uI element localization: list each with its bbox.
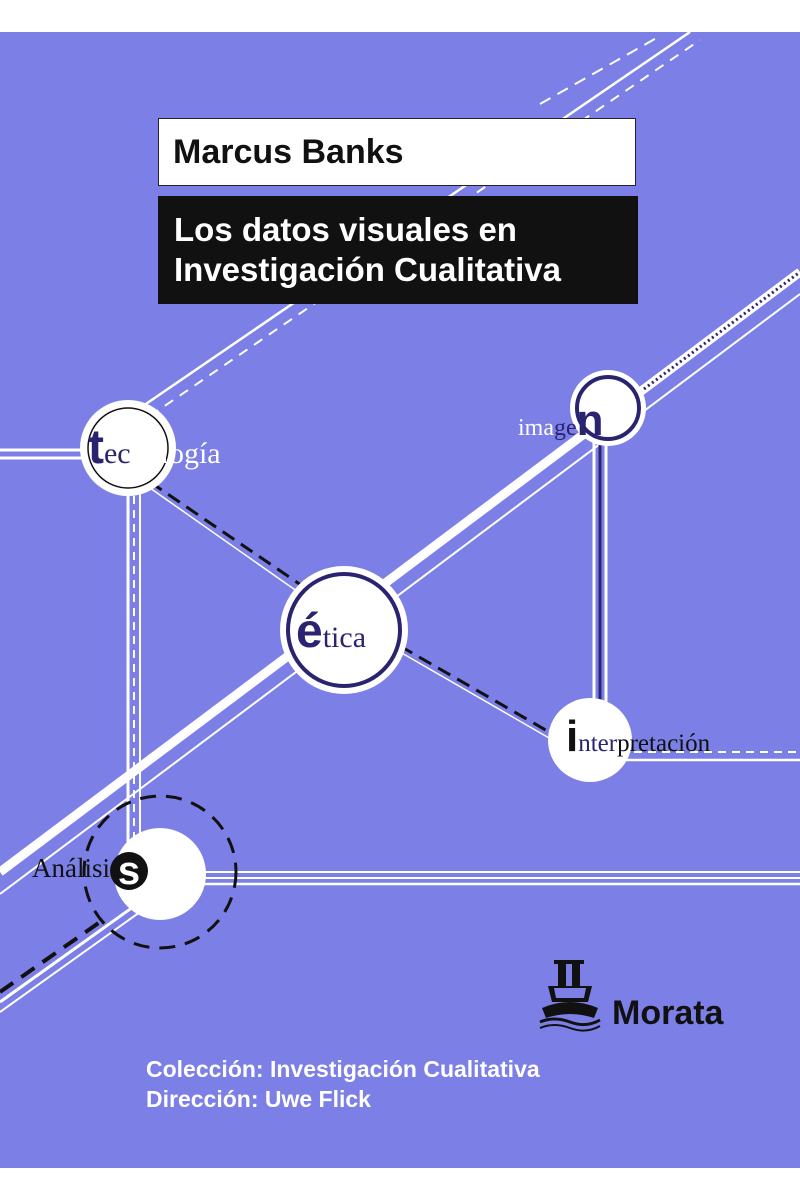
word-tecnologia: tecnología <box>88 420 221 475</box>
word-imagen-dark: ge <box>554 415 577 441</box>
initial-t: t <box>88 421 104 474</box>
author-name: Marcus Banks <box>173 132 404 171</box>
book-title-line-2: Investigación Cualitativa <box>174 251 561 288</box>
initial-i: i <box>566 712 579 761</box>
node-interpretacion <box>548 698 632 782</box>
author-box: Marcus Banks <box>158 118 636 186</box>
final-s: s <box>110 851 148 891</box>
horizontal-line-analisis <box>200 871 800 886</box>
node-tecnologia <box>80 400 176 496</box>
word-etica-rest: tica <box>322 621 367 654</box>
node-analisis <box>82 794 238 950</box>
link-etica-interpretacion <box>399 644 557 738</box>
horizontal-line-interpretacion <box>620 751 800 762</box>
link-etica-interpretacion-white <box>399 651 557 743</box>
link-tecnologia-analisis <box>126 482 141 842</box>
ship-logo-icon <box>539 960 601 1032</box>
node-etica <box>280 566 408 694</box>
initial-e: é <box>296 605 323 658</box>
word-interpretacion-rest: pretación <box>617 730 711 757</box>
word-interpretacion: interpretación <box>566 712 710 762</box>
collection-line: Colección: Investigación Cualitativa <box>146 1056 540 1082</box>
word-analisis-dark: lisi <box>76 853 110 884</box>
word-interpretacion-dark: nter <box>578 730 618 757</box>
word-etica: ética <box>296 604 366 659</box>
diagonal-line-lower <box>0 900 141 1013</box>
network-artwork <box>0 32 800 1013</box>
horizontal-line-tecnologia <box>0 448 90 460</box>
word-imagen: imagen <box>518 396 604 446</box>
word-tecnologia-rest: nología <box>130 437 221 470</box>
word-imagen-rest: ima <box>518 415 554 441</box>
final-n: n <box>576 396 604 445</box>
link-tecnologia-etica <box>149 480 321 600</box>
diagonal-line-main <box>0 268 800 895</box>
title-box: Los datos visuales en Investigación Cual… <box>158 196 638 304</box>
direction-line: Dirección: Uwe Flick <box>146 1086 371 1112</box>
publisher-name: Morata <box>612 994 724 1032</box>
book-title-line-1: Los datos visuales en <box>174 211 517 248</box>
node-imagen <box>570 370 646 446</box>
book-cover: Marcus Banks Los datos visuales en Inves… <box>0 32 800 1168</box>
link-tecnologia-etica-white <box>149 487 319 607</box>
word-tecnologia-dark: ec <box>103 437 131 470</box>
link-imagen-interpretacion <box>592 442 608 702</box>
word-analisis-rest: Aná <box>32 853 77 884</box>
